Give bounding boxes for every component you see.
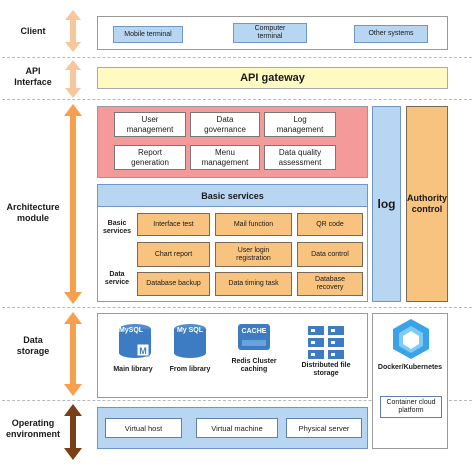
service-item: Database recovery [297,272,363,296]
management-item: Log management [264,112,336,137]
service-item: Database backup [137,272,210,296]
separator [2,307,472,308]
container-platform-box: Container cloud platform [380,396,442,418]
row-label-basic-services: Basic services [102,220,132,235]
layer-label-architecture-module: Architecture module [6,202,60,223]
api-arrow [65,60,81,98]
service-item: User login registration [215,242,292,267]
api-gateway: API gateway [97,67,448,89]
storage-arrow [64,312,82,396]
environment-item: Virtual host [105,418,182,438]
separator [2,57,472,58]
environment-arrow [64,404,82,460]
management-item: User management [114,112,186,137]
storage-item-label: From library [169,366,211,373]
service-item: Mail function [215,213,292,236]
file-storage-icon [306,324,346,360]
environment-item: Physical server [286,418,362,438]
service-item: QR code [297,213,363,236]
layer-label-api-interface: API Interface [14,66,52,87]
architecture-arrow [64,104,82,304]
mysql-icon: M MySQL [115,322,155,360]
svg-text:M: M [139,346,147,356]
client-item: Mobile terminal [113,26,183,43]
separator [2,99,472,100]
basic-services-title: Basic services [97,184,368,207]
service-item: Chart report [137,242,210,267]
management-item: Menu management [190,145,260,170]
docker-kubernetes-icon [391,318,431,360]
cache-icon: CACHE [236,322,272,352]
layer-label-operating-environment: Operating environment [5,418,60,439]
layer-label-data-storage: Data storage [16,335,50,356]
storage-item-label: Redis Cluster caching [231,358,277,373]
client-item: Computer terminal [233,23,307,43]
cache-icon-text: CACHE [241,328,267,335]
management-item: Report generation [114,145,186,170]
client-arrow [65,10,81,52]
mysql-icon-text: MySQL [118,327,144,334]
layer-label-client: Client [20,26,46,36]
service-item: Data timing task [215,272,292,296]
mysql-icon-text: My SQL [176,327,204,334]
storage-item-label: Distributed file storage [301,362,351,377]
container-name: Docker/Kubernetes [377,364,443,371]
storage-item-label: Main library [113,366,153,373]
service-item: Interface test [137,213,210,236]
service-item: Data control [297,242,363,267]
management-item: Data quality assessment [264,145,336,170]
client-item: Other systems [354,25,428,43]
log-panel: log [372,106,401,302]
management-item: Data governance [190,112,260,137]
authority-control-panel: Authority control [406,106,448,302]
mysql-icon: My SQL [170,322,210,360]
row-label-data-service: Data service [104,271,130,286]
separator [2,400,472,401]
environment-item: Virtual machine [196,418,278,438]
